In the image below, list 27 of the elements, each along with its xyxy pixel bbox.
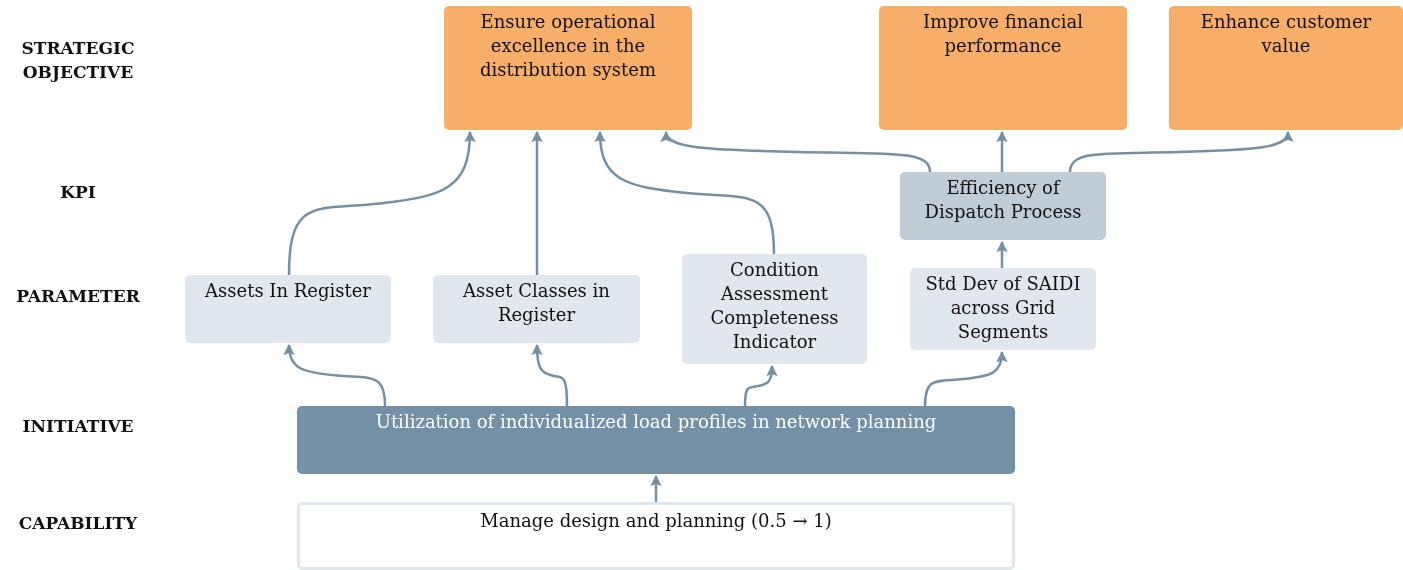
parameter-box: Std Dev of SAIDI across Grid Segments [910, 268, 1096, 350]
objective-box: Improve financial performance [879, 6, 1127, 130]
arrow [996, 240, 1008, 268]
arrow [531, 343, 569, 406]
row-heading: STRATEGIC OBJECTIVE [20, 37, 136, 84]
arrow [923, 350, 1008, 407]
parameter-box: Asset Classes in Register [433, 275, 640, 343]
arrow [650, 474, 662, 502]
arrow [743, 364, 778, 407]
parameter-box: Assets In Register [185, 275, 391, 343]
row-heading: CAPABILITY [17, 512, 139, 535]
arrow [1068, 130, 1292, 173]
row-heading: INITIATIVE [21, 415, 135, 438]
objective-box: Enhance customer value [1169, 6, 1403, 130]
arrow [996, 130, 1008, 172]
parameter-box: Condition Assessment Completeness Indicator [682, 254, 867, 364]
arrow [531, 130, 543, 275]
row-heading: KPI [59, 181, 97, 204]
row-heading: PARAMETER [15, 285, 141, 308]
arrow [283, 343, 387, 407]
arrow [287, 130, 476, 276]
arrow [662, 130, 932, 173]
arrow [594, 130, 776, 255]
capability-box: Manage design and planning (0.5 → 1) [297, 502, 1015, 570]
kpi-box: Efficiency of Dispatch Process [900, 172, 1106, 240]
objective-box: Ensure operational excellence in the distribution system [444, 6, 692, 130]
initiative-box: Utilization of individualized load profiles in network planning [297, 406, 1015, 474]
